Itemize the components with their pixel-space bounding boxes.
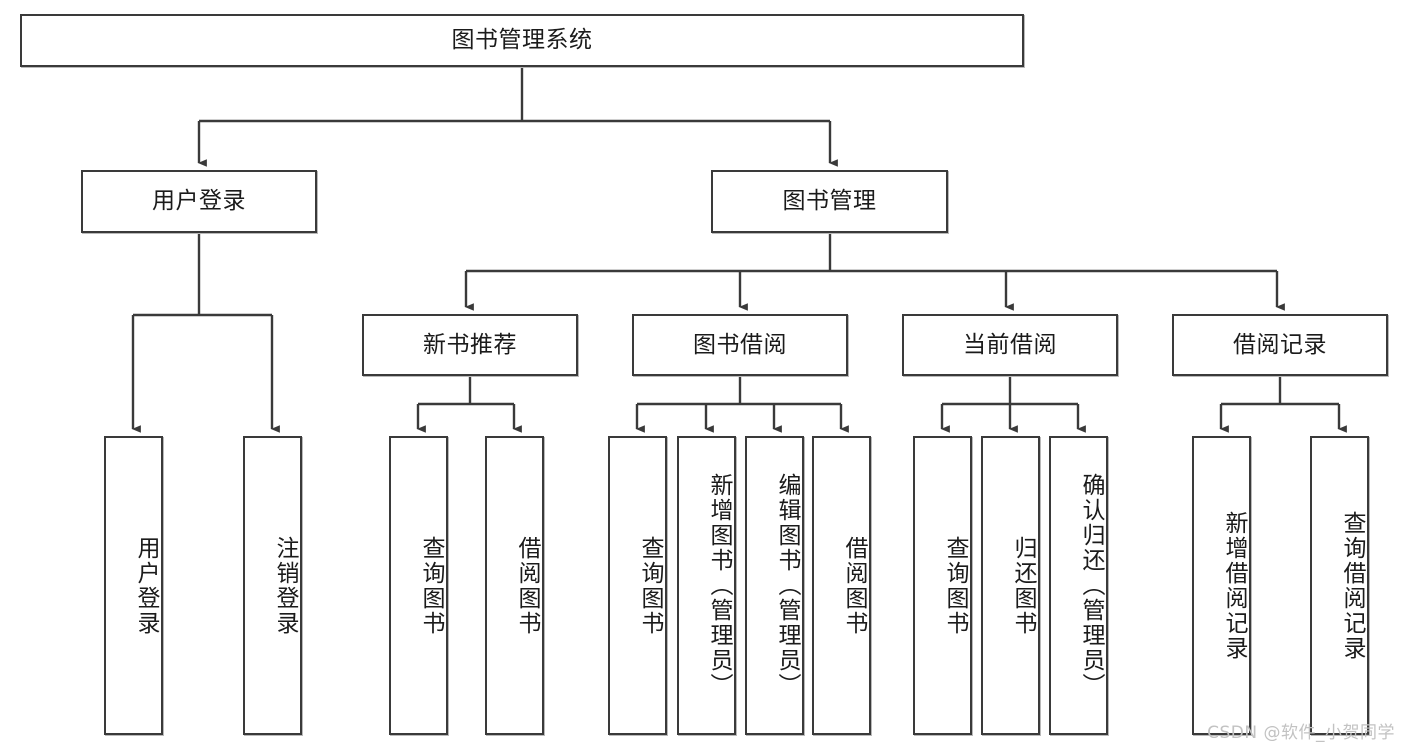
edge-group-current-borrow (940, 376, 1086, 433)
node-leaf-query-book-3-label: 查询图书 (942, 535, 968, 636)
node-leaf-query-book-3[interactable]: 查询图书 (913, 436, 972, 735)
node-root-system[interactable]: 图书管理系统 (20, 14, 1024, 67)
edge-group-new-book-recommend (416, 376, 522, 433)
node-leaf-borrow-book-2-label: 借阅图书 (841, 535, 867, 636)
node-borrow-record-label: 借阅记录 (1233, 331, 1327, 358)
edge-group-book-borrow (635, 376, 849, 433)
node-user-login-label: 用户登录 (152, 188, 246, 215)
node-user-login[interactable]: 用户登录 (81, 170, 317, 233)
node-leaf-query-book-2[interactable]: 查询图书 (608, 436, 667, 735)
node-current-borrow[interactable]: 当前借阅 (902, 314, 1118, 376)
node-leaf-return-book-label: 归还图书 (1010, 535, 1036, 636)
edge-group-user-login (131, 233, 280, 433)
node-root-system-label: 图书管理系统 (451, 27, 593, 54)
edge-group-borrow-record (1219, 376, 1347, 433)
node-leaf-confirm-return[interactable]: 确认归还（管理员） (1049, 436, 1108, 735)
node-leaf-logout-login-label: 注销登录 (272, 535, 298, 636)
node-leaf-return-book[interactable]: 归还图书 (981, 436, 1040, 735)
node-leaf-add-book[interactable]: 新增图书（管理员） (677, 436, 736, 735)
node-leaf-user-login-label: 用户登录 (133, 535, 159, 636)
node-new-book-recommend-label: 新书推荐 (423, 331, 517, 358)
node-leaf-query-book-1-label: 查询图书 (418, 535, 444, 636)
node-leaf-edit-book-label: 编辑图书（管理员） (774, 473, 800, 698)
node-leaf-query-book-2-label: 查询图书 (637, 535, 663, 636)
node-leaf-borrow-book-1[interactable]: 借阅图书 (485, 436, 544, 735)
node-leaf-borrow-book-2[interactable]: 借阅图书 (812, 436, 871, 735)
csdn-watermark: CSDN @软件_小贺同学 (1207, 723, 1395, 743)
node-leaf-add-book-label: 新增图书（管理员） (706, 473, 732, 698)
node-leaf-query-record[interactable]: 查询借阅记录 (1310, 436, 1369, 735)
node-leaf-add-record-label: 新增借阅记录 (1221, 510, 1247, 661)
node-book-borrow-label: 图书借阅 (693, 331, 787, 358)
node-book-borrow[interactable]: 图书借阅 (632, 314, 848, 376)
node-current-borrow-label: 当前借阅 (963, 331, 1057, 358)
node-leaf-logout-login[interactable]: 注销登录 (243, 436, 302, 735)
node-leaf-user-login[interactable]: 用户登录 (104, 436, 163, 735)
edge-group-root (197, 67, 838, 167)
node-new-book-recommend[interactable]: 新书推荐 (362, 314, 578, 376)
node-book-management[interactable]: 图书管理 (711, 170, 948, 233)
node-leaf-borrow-book-1-label: 借阅图书 (514, 535, 540, 636)
node-leaf-query-record-label: 查询借阅记录 (1339, 510, 1365, 661)
node-leaf-edit-book[interactable]: 编辑图书（管理员） (745, 436, 804, 735)
node-leaf-confirm-return-label: 确认归还（管理员） (1078, 473, 1104, 698)
node-book-management-label: 图书管理 (782, 188, 877, 215)
node-leaf-query-book-1[interactable]: 查询图书 (389, 436, 448, 735)
node-leaf-add-record[interactable]: 新增借阅记录 (1192, 436, 1251, 735)
edge-group-book-management (464, 233, 1285, 311)
node-borrow-record[interactable]: 借阅记录 (1172, 314, 1388, 376)
